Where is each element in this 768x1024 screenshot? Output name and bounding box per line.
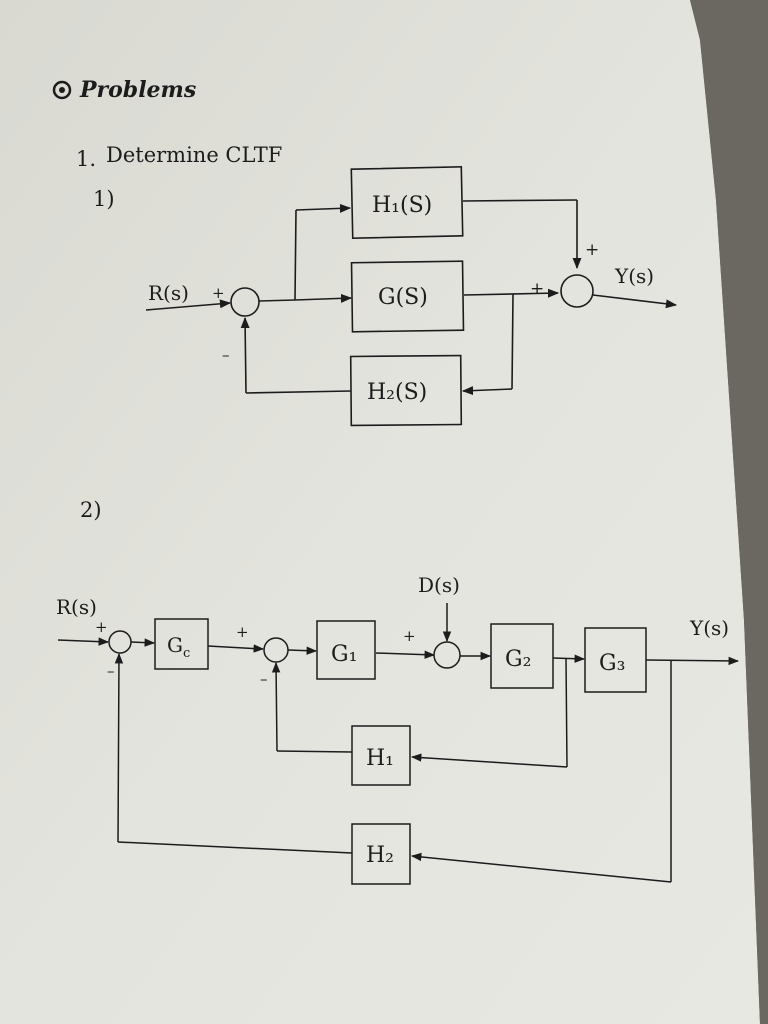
block-g1	[316, 620, 376, 680]
sum2-left-plus: +	[530, 279, 544, 299]
s3-plus: +	[403, 627, 416, 645]
gc-main: G	[167, 633, 183, 657]
gc-subscript: c	[183, 646, 190, 661]
block-h2-label: H₂	[366, 843, 394, 868]
arrow-to-h1	[295, 203, 352, 213]
arrow-to-h2	[410, 852, 672, 883]
block-g2-label: G₂	[505, 647, 531, 672]
problem-heading: 1. Determine CLTF	[76, 143, 282, 171]
section-header: Problems	[52, 77, 196, 103]
wire	[462, 199, 578, 202]
block-gc-label: Gc	[167, 633, 190, 661]
block-h1	[351, 725, 411, 786]
summing-junction-2	[560, 274, 594, 308]
block-g2	[490, 623, 554, 689]
input-arrow	[145, 299, 232, 311]
s1-minus: –	[107, 662, 115, 680]
block-g	[350, 260, 465, 333]
section-title: Problems	[79, 77, 196, 103]
block-gc	[154, 618, 209, 670]
sum2-top-plus: +	[585, 240, 599, 260]
sum1-minus: –	[222, 346, 230, 364]
diagram2-input-label: R(s)	[56, 595, 97, 619]
block-g3-label: G₃	[599, 651, 625, 676]
diagram1-label: 1)	[93, 187, 115, 211]
s1-plus: +	[95, 618, 108, 636]
arrow-g-to-sum2	[463, 288, 560, 298]
block-h2-label: H₂(S)	[367, 380, 427, 405]
arrow-g2-to-g3	[552, 654, 586, 663]
wire	[258, 299, 296, 302]
block-g-label: G(S)	[378, 285, 428, 310]
sum1-plus: +	[212, 284, 225, 302]
wire	[294, 209, 297, 301]
block-g1-label: G₁	[331, 642, 357, 667]
arrow-to-g	[294, 293, 353, 303]
diagram2-output-label: Y(s)	[689, 616, 729, 640]
block-diagram-2: 2) R(s) + – Gc + – G₁ + D(s) G₂ G₃	[56, 498, 740, 885]
s2-minus: –	[260, 670, 268, 688]
wire	[117, 841, 353, 854]
summing-junction-c	[433, 641, 461, 669]
block-h2	[351, 823, 411, 885]
diagram2-label: 2)	[80, 498, 102, 522]
input-arrow	[57, 637, 110, 646]
arrow-g1-to-sumc	[375, 650, 436, 659]
problem-number: 1.	[76, 147, 96, 171]
block-h1-label: H₁(S)	[372, 193, 432, 218]
output-arrow	[645, 656, 740, 666]
wire	[276, 750, 353, 753]
disturbance-label: D(s)	[418, 573, 460, 597]
circled-dot-icon	[52, 80, 72, 100]
block-h1-label: H₁	[366, 746, 394, 771]
arrow-to-g1	[287, 646, 318, 655]
arrow-to-gc	[130, 638, 156, 647]
arrow-to-h1	[410, 753, 568, 768]
summing-junction-1	[230, 287, 260, 317]
arrow-fb-to-sum1	[240, 316, 250, 394]
block-diagram-1: 1) R(s) + – H₁(S) G(S) H₂(S) + + Y(s)	[93, 166, 678, 427]
arrow-h2-to-suma	[114, 652, 124, 843]
wire	[565, 657, 568, 768]
block-h1	[350, 166, 464, 239]
s2-plus: +	[236, 623, 249, 641]
page-shadow-edge	[690, 0, 768, 1024]
block-h2	[349, 354, 463, 427]
problem-text: Determine CLTF	[106, 143, 282, 167]
arrow-to-h2	[461, 386, 513, 396]
wire	[511, 293, 514, 390]
wire	[245, 390, 352, 394]
diagram1-input-label: R(s)	[148, 281, 189, 305]
diagram1-output-label: Y(s)	[614, 264, 654, 288]
output-arrow	[592, 294, 678, 309]
arrow-gc-to-sumb	[207, 644, 265, 653]
arrow-h1-to-sumb	[271, 661, 281, 752]
